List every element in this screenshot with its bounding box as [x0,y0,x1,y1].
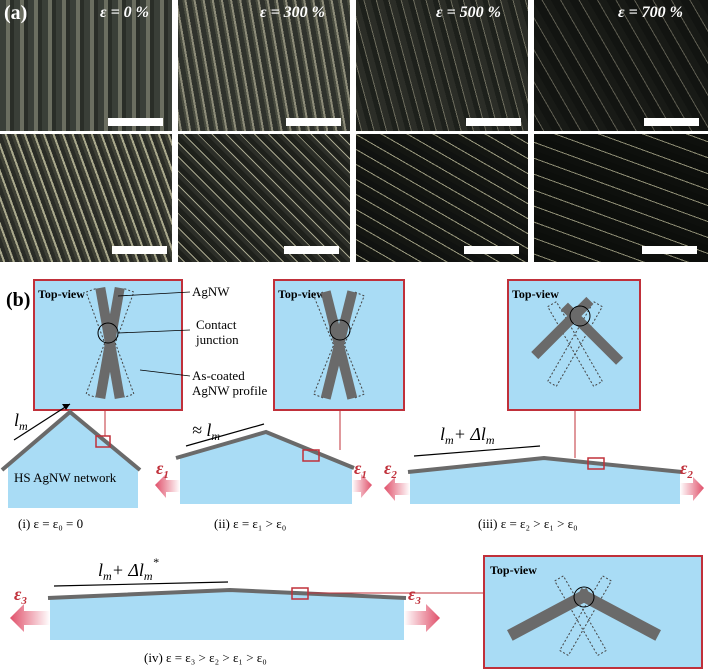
annotation-profile: AgNW profile [192,383,267,398]
caption-ii: (ii) ε = ε₁ > ε₀ [214,516,286,531]
scale-bar [466,118,521,126]
topview-label: Top-view [278,287,325,301]
topview-box-4: Top-view [483,555,703,669]
micrograph-grid: (a) ε = 0 % ε = 300 % ε = 500 % ε = 700 … [0,0,708,262]
scale-bar [108,118,163,126]
scale-bar [642,246,697,254]
substrate-i [8,412,138,508]
strain-label-0: ε = 0 % [100,4,150,21]
network-label: HS AgNW network [14,470,117,485]
pull-arrow-left [10,604,50,632]
topview-label: Top-view [490,563,537,577]
strain-label-700: ε = 700 % [618,4,684,21]
eps1-right: ε1 [354,458,367,481]
annotation-agnw: AgNW [192,284,230,299]
topview-label: Top-view [512,287,559,301]
micrograph-500pct-top [356,0,528,131]
scale-bar [464,246,519,254]
substrate-iv [50,590,404,640]
scale-bar [286,118,341,126]
caption-iv: (iv) ε = ε₃ > ε₂ > ε₁ > ε₀ [144,650,267,665]
eps3-right: ε3 [408,584,421,607]
substrate-iii [410,458,680,504]
strain-label-300: ε = 300 % [260,4,326,21]
panel-b-label: (b) [6,289,30,311]
eps2-left: ε2 [384,458,397,481]
scale-bar [644,118,699,126]
panel-a-label: (a) [4,2,28,24]
eps2-right: ε2 [680,458,693,481]
strain-label-500: ε = 500 % [436,4,502,21]
pull-arrow-right [352,474,372,498]
micrograph-0pct-bottom [0,134,172,262]
topview-label: Top-view [38,287,85,301]
topview-box-2: Top-view [273,279,405,411]
micrograph-300pct-bottom [178,134,350,262]
pull-arrow-right [404,604,440,632]
substrate-ii [180,432,352,504]
scale-bar [284,246,339,254]
micrograph-700pct-top [534,0,708,131]
annotation-junction: junction [195,332,239,347]
length-lm-dlm-star: lm+ Δlm* [98,555,159,583]
pull-arrow-right [680,477,704,501]
length-approx-lm: ≈ lm [192,420,220,443]
schematic-diagram: (b) Top-view AgNW Contact junction As-co… [0,279,704,669]
caption-i: (i) ε = ε₀ = 0 [18,516,83,531]
length-lm-dlm: lm+ Δlm [440,424,495,447]
micrograph-700pct-bottom [534,134,708,262]
eps1-left: ε1 [156,458,169,481]
pull-arrow-left [384,477,410,501]
topview-box-1: Top-view [33,279,183,411]
annotation-contact: Contact [196,317,237,332]
pull-arrow-left [155,474,180,498]
scale-bar [112,246,167,254]
annotation-ascoated: As-coated [192,368,245,383]
length-lm-i: lm [14,410,28,433]
micrograph-500pct-bottom [356,134,528,262]
topview-box-3: Top-view [507,279,641,411]
micrograph-0pct-top [0,0,172,131]
caption-iii: (iii) ε = ε₂ > ε₁ > ε₀ [478,516,578,531]
micrograph-300pct-top [178,0,350,131]
eps3-left: ε3 [14,584,27,607]
